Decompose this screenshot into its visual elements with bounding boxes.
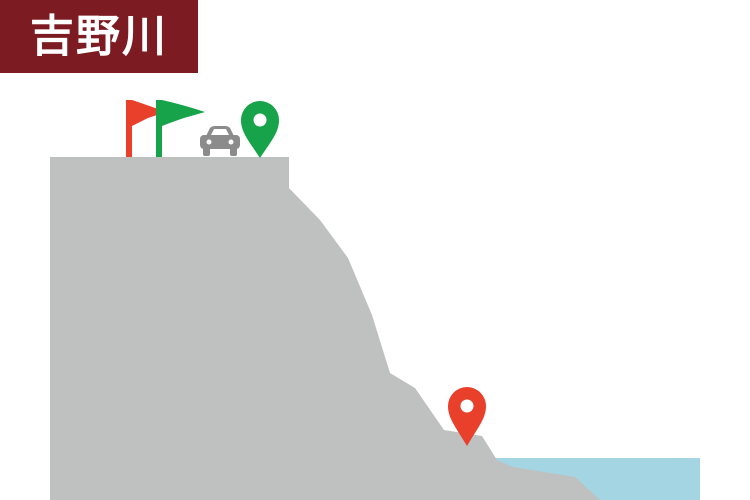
- car-icon: [200, 126, 240, 156]
- green-location-pin-icon: [241, 101, 279, 158]
- green-flag-icon: [156, 100, 205, 157]
- cliff: [50, 157, 600, 500]
- red-flag-icon: [126, 100, 166, 157]
- page-title: 吉野川: [30, 10, 168, 62]
- red-location-pin-icon: [448, 387, 486, 446]
- title-banner: 吉野川: [0, 0, 198, 73]
